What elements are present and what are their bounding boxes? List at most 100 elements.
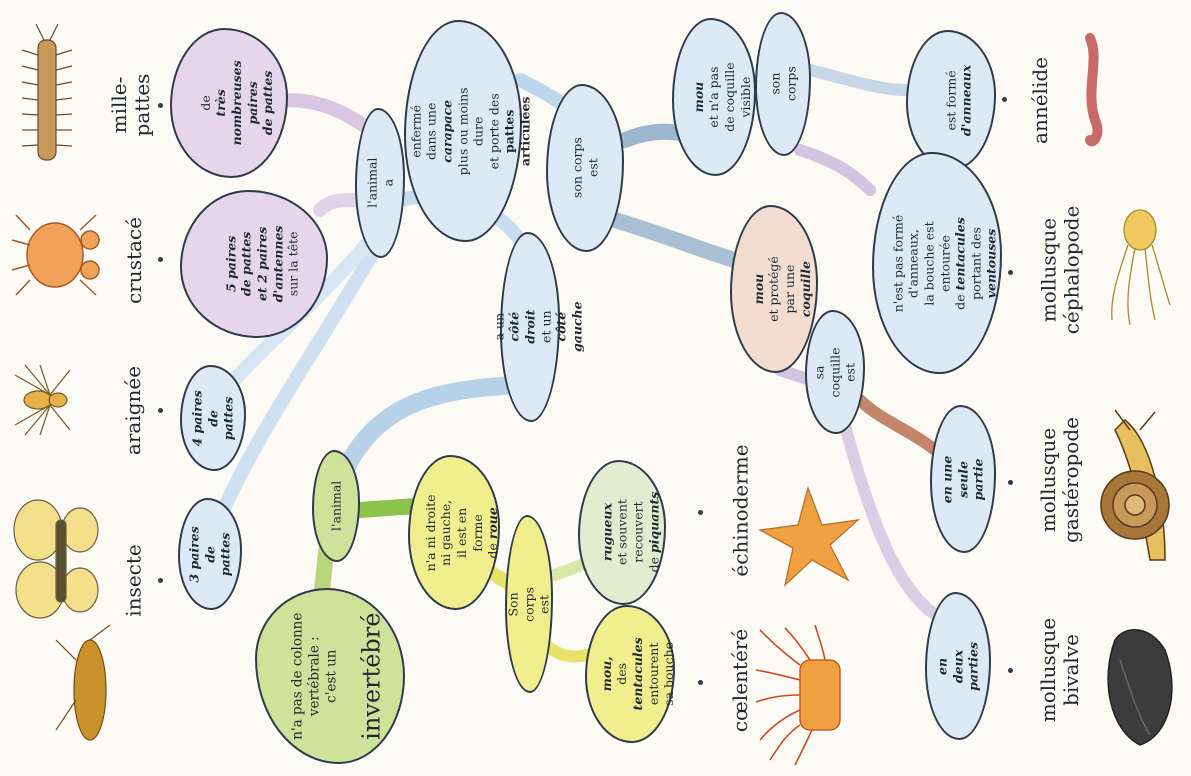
node-animal-a: l'animal a [355, 108, 405, 258]
coquille-em: coquille [797, 261, 813, 317]
label-coelentere-text: cœlentéré [728, 628, 753, 732]
root-text: n'a pas de colonne vertébrale : c'est un [289, 612, 340, 740]
anneaux-pre: est formé [943, 69, 959, 131]
node-ni-droite: n'a ni droite ni gauche, il est en forme… [408, 455, 500, 610]
branch-animal-cote [336, 376, 524, 479]
branch-coquille-seule [854, 394, 941, 456]
node-mou-protege: mou et protégé par une coquille [730, 205, 818, 373]
roue-text: roue [485, 506, 501, 539]
label-echinoderme: échinoderme [706, 440, 776, 580]
branch-animal-a-trois [208, 233, 387, 537]
rugueux-text: rugueux [598, 503, 614, 562]
pas-anneaux-mid: portant des [968, 226, 984, 300]
branch-animal-a-cinq [313, 193, 367, 217]
son-corps-est-2-text: Son corps est [505, 586, 552, 622]
tentacules-text: tentacules [630, 637, 645, 711]
label-cephalopode: mollusque céphalopode [1020, 190, 1100, 350]
cote-pre: a un [490, 313, 506, 341]
label-echinoderme-text: échinoderme [728, 443, 753, 577]
label-araignee: araignée [104, 360, 164, 460]
cote-droit: côté droit [506, 309, 538, 345]
pin-mille-pattes [158, 103, 163, 108]
label-bivalve: mollusque bivalve [1020, 600, 1100, 740]
label-mille-pattes: mille-pattes [96, 40, 166, 170]
nombreuses-pre: de [197, 95, 213, 111]
node-invertebre: n'a pas de colonne vertébrale : c'est un… [255, 588, 405, 764]
label-insecte-text: insecte [121, 543, 146, 617]
node-trois-paires: 3 paires de pattes [178, 498, 242, 610]
mou-visible-em: mou [690, 81, 706, 113]
branch-soncorps-anneaux [804, 64, 911, 96]
node-animal-text: l'animal [328, 480, 344, 532]
pin-echinoderme [698, 510, 703, 515]
cinq-paires-post: sur la tête [285, 231, 301, 297]
node-son-corps-est: son corps est [546, 84, 624, 252]
label-annelide: annélide [1010, 40, 1070, 160]
mou-protege-em: mou [750, 273, 766, 305]
branch-animal-a-nombreuses [273, 93, 377, 137]
quatre-paires-text: 4 paires de pattes [189, 389, 236, 447]
carapace-text: carapace [439, 99, 455, 163]
piquants-text: piquants [645, 492, 661, 554]
mou-text: mou, [598, 656, 614, 692]
node-mou-tentacules: mou, des tentacules entourent sa bouche [585, 605, 677, 743]
deux-parties-text: en deux parties [934, 641, 981, 691]
trois-paires-text: 3 paires de pattes [186, 525, 233, 583]
son-corps-text: son corps [767, 66, 798, 102]
enferme-mid: plus ou moins dure et porte des [455, 87, 502, 175]
label-gasteropode: mollusque gastéropode [1020, 400, 1100, 560]
cinq-paires-text: 5 paires de pattes et 2 paires d'antenne… [222, 225, 285, 303]
animal-a-text: l'animal a [364, 157, 395, 209]
label-crustace-text: crustacé [121, 216, 146, 304]
pin-crustace [158, 257, 163, 262]
pin-gasteropode [1008, 480, 1013, 485]
node-cote: a un côté droit et un côté gauche [491, 232, 584, 422]
pin-annelide [1002, 97, 1007, 102]
ventouses-text: ventouses [983, 228, 999, 298]
node-animal: l'animal [312, 450, 360, 562]
pattes-art-text: pattes articulées [502, 96, 533, 166]
cote-mid: et un [537, 310, 553, 344]
node-mou-coquille-visible: mou et n'a pas de coquille visible [672, 18, 756, 176]
node-pas-anneaux: n'est pas formé d'anneaux, la bouche est… [872, 152, 1002, 374]
seule-partie-text: en une seule partie [939, 455, 986, 503]
label-crustace: crustacé [104, 210, 164, 310]
node-son-corps-est-2: Son corps est [505, 515, 553, 693]
label-cephalopode-text: mollusque céphalopode [1036, 205, 1084, 335]
mou-post: entourent sa bouche [645, 642, 677, 706]
pin-insecte [158, 578, 163, 583]
node-rugueux: rugueux et souvent recouvert de piquants [578, 460, 666, 605]
branch-soncorps-pasanneaux [794, 144, 876, 196]
node-sa-coquille: sa coquille est [805, 310, 865, 434]
pin-araignee [158, 408, 163, 413]
root-big-text: invertébré [358, 612, 387, 740]
pin-bivalve [1008, 668, 1013, 673]
label-gasteropode-text: mollusque gastéropode [1036, 417, 1084, 543]
pin-cephalopode [1008, 270, 1013, 275]
label-araignee-text: araignée [121, 365, 146, 455]
enferme-pre: enfermé dans une [408, 102, 439, 160]
node-cinq-paires: 5 paires de pattes et 2 paires d'antenne… [180, 190, 328, 338]
label-mille-pattes-text: mille-pattes [107, 73, 154, 137]
nombreuses-text: très nombreuses paires de pattes [213, 60, 276, 146]
anneaux-em: d'anneaux [958, 64, 974, 136]
branch-coquille-deux [839, 419, 951, 626]
mou-pre: des [614, 663, 630, 685]
son-corps-est-text: son corps est [569, 137, 600, 199]
node-son-corps: son corps [755, 12, 811, 156]
node-seule-partie: en une seule partie [930, 405, 996, 553]
node-anneaux: est formé d'anneaux [906, 30, 996, 170]
node-enferme: enfermé dans une carapace plus ou moins … [404, 20, 533, 242]
label-bivalve-text: mollusque bivalve [1036, 617, 1083, 723]
label-coelentere: cœlentéré [706, 620, 776, 740]
label-insecte: insecte [104, 530, 164, 630]
pin-coelentere [698, 680, 703, 685]
node-quatre-paires: 4 paires de pattes [180, 365, 246, 471]
label-annelide-text: annélide [1027, 56, 1052, 144]
sa-coquille-text: sa coquille est [811, 347, 858, 397]
node-nombreuses: de très nombreuses paires de pattes [170, 28, 288, 178]
mou-protege-mid: et protégé par une [766, 256, 797, 322]
cote-gauche: côté gauche [553, 301, 585, 353]
pas-anneaux-tent: tentacules [952, 216, 968, 290]
